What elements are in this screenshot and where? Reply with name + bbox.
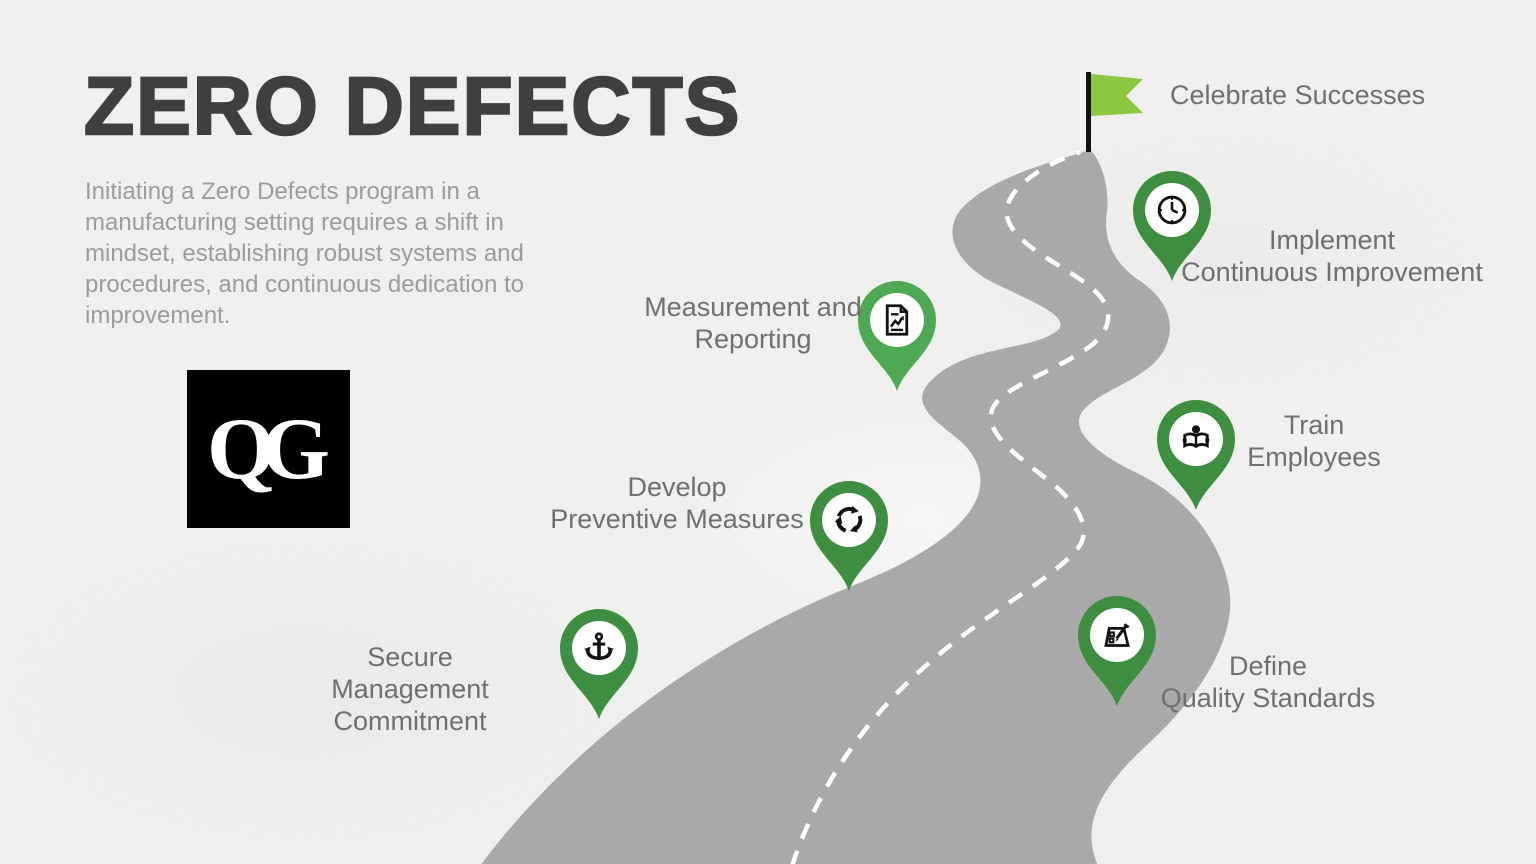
step-label-define-quality-standards: Define Quality Standards [1160, 651, 1376, 713]
clock-icon [1157, 195, 1187, 225]
step-label-develop-preventive-measures: Develop Preventive Measures [550, 472, 804, 534]
step-pin-train-employees [1155, 398, 1237, 512]
step-pin-develop-preventive-measures [808, 479, 890, 593]
step-label-secure-management-commitment: Secure Management Commitment [331, 642, 489, 736]
map-pin [1078, 596, 1156, 706]
goal-label: Celebrate Successes [1170, 80, 1426, 110]
road-centerline [790, 149, 1111, 864]
road-path [481, 150, 1231, 864]
step-label-implement-continuous-improvement: Implement Continuous Improvement [1181, 225, 1483, 287]
step-pin-implement-continuous-improvement [1131, 169, 1213, 283]
qg-logo: QG [187, 370, 350, 528]
book-reader-icon [1182, 425, 1210, 449]
page-title: ZERO DEFECTS [83, 61, 742, 152]
page-description: Initiating a Zero Defects program in a m… [85, 178, 524, 329]
step-pin-secure-management-commitment [558, 607, 640, 721]
flag-icon [1086, 72, 1143, 152]
chart-document-icon [885, 304, 909, 336]
map-pin [810, 481, 888, 591]
flag-banner [1091, 74, 1143, 116]
checklist-pencil-icon [1104, 623, 1130, 647]
step-label-train-employees: Train Employees [1247, 410, 1381, 472]
step-pin-measurement-and-reporting [856, 279, 938, 393]
qg-logo-text: QG [207, 400, 330, 498]
anchor-icon [584, 632, 614, 661]
map-pin [858, 281, 936, 391]
flag-pole [1086, 72, 1091, 152]
recycle-arrows-icon [834, 505, 863, 533]
step-label-measurement-and-reporting: Measurement and Reporting [644, 292, 862, 354]
step-pin-define-quality-standards [1076, 594, 1158, 708]
